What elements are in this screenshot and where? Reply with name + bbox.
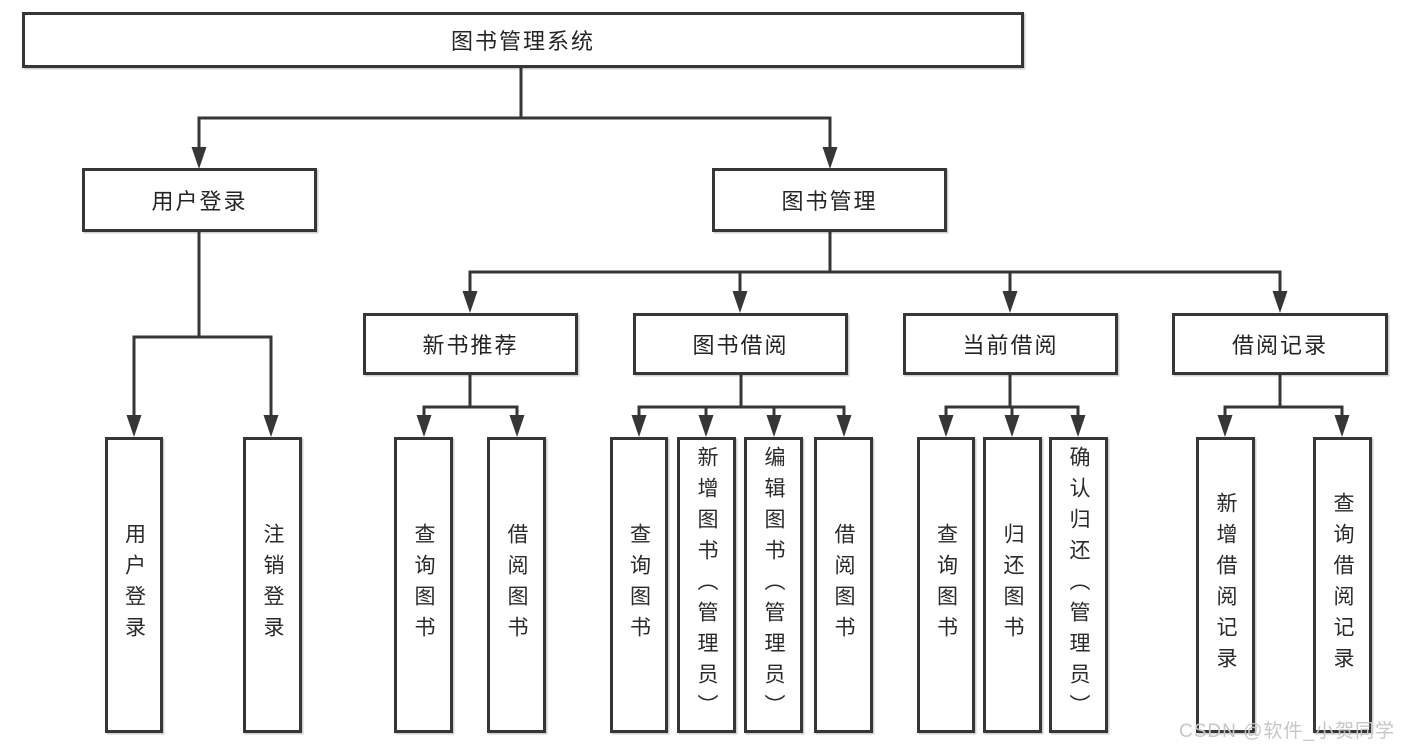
leaf-borrow-books-label: 借阅图书: [832, 523, 855, 647]
node-book-borrow: 图书借阅: [633, 313, 848, 375]
node-borrow-records: 借阅记录: [1172, 313, 1388, 375]
leaf-borrow-query-books: 查询图书: [610, 437, 668, 733]
leaf-current-query-books: 查询图书: [917, 437, 975, 733]
leaf-current-query-books-label: 查询图书: [934, 523, 958, 647]
leaf-user-login-label: 用户登录: [122, 523, 146, 647]
leaf-borrow-query-books-label: 查询图书: [627, 523, 651, 647]
leaf-recommend-borrow-books: 借阅图书: [487, 437, 546, 733]
leaf-query-borrow-record: 查询借阅记录: [1313, 437, 1372, 733]
leaf-query-borrow-record-label: 查询借阅记录: [1331, 492, 1354, 678]
leaf-add-books-admin-label: 新增图书（管理员）: [695, 445, 718, 725]
leaf-add-borrow-record-label: 新增借阅记录: [1214, 492, 1237, 678]
watermark: CSDN @软件_小贺同学: [1179, 721, 1395, 742]
leaf-borrow-books: 借阅图书: [814, 437, 873, 733]
leaf-add-books-admin: 新增图书（管理员）: [677, 437, 736, 733]
leaf-recommend-query-books: 查询图书: [394, 437, 453, 733]
leaf-confirm-return-admin-label: 确认归还（管理员）: [1067, 445, 1090, 725]
node-new-book-recommend: 新书推荐: [363, 313, 578, 375]
leaf-edit-books-admin-label: 编辑图书（管理员）: [762, 445, 785, 725]
leaf-recommend-borrow-books-label: 借阅图书: [505, 523, 528, 647]
leaf-logout: 注销登录: [243, 437, 302, 733]
leaf-edit-books-admin: 编辑图书（管理员）: [744, 437, 803, 733]
leaf-user-login: 用户登录: [105, 437, 163, 733]
node-current-borrow: 当前借阅: [903, 313, 1118, 375]
leaf-return-books-label: 归还图书: [1001, 523, 1024, 647]
leaf-return-books: 归还图书: [983, 437, 1042, 733]
node-book-management: 图书管理: [712, 168, 947, 232]
arrowheads: [126, 147, 1350, 437]
leaf-recommend-query-books-label: 查询图书: [412, 523, 435, 647]
node-library-management-system: 图书管理系统: [22, 12, 1024, 68]
leaf-confirm-return-admin: 确认归还（管理员）: [1049, 437, 1108, 733]
leaf-logout-label: 注销登录: [261, 523, 284, 647]
leaf-add-borrow-record: 新增借阅记录: [1196, 437, 1255, 733]
node-user-login: 用户登录: [82, 168, 317, 232]
